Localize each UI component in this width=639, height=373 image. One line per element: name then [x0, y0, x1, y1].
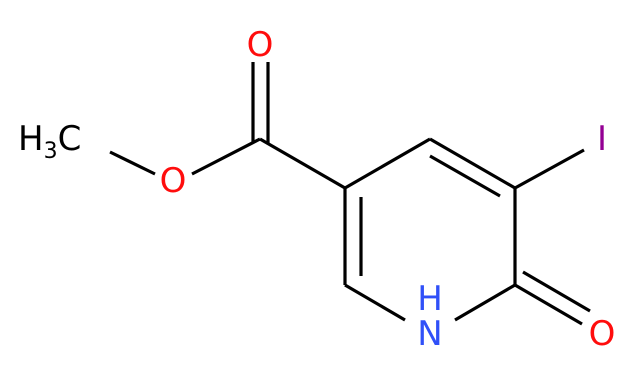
keto-oxygen-label: O	[589, 314, 616, 354]
bond-carbonyl-ester-oxygen	[191, 137, 261, 176]
atom-labels: O O H3C I N H O	[18, 25, 615, 354]
methyl-subscript: 3	[44, 139, 58, 164]
ester-oxygen-label: O	[160, 161, 187, 201]
bond-ring-n-c2	[344, 283, 406, 322]
bond-keto-double-b	[522, 270, 591, 313]
bond-carbonyl-ring	[259, 137, 346, 190]
bond-ring-c4-c5	[429, 137, 516, 190]
methyl-h: H	[18, 119, 44, 159]
bonds	[109, 62, 591, 326]
bond-ring-c6-n	[454, 283, 516, 322]
bond-ring-c3-c4	[344, 137, 431, 190]
methyl-c: C	[58, 119, 82, 159]
bond-ring-c4-c5-inner	[429, 154, 501, 198]
ring-nitrogen-h-label: H	[417, 279, 443, 319]
bond-keto-double-a	[514, 283, 583, 326]
bond-ester-oxygen-methyl	[109, 150, 156, 176]
methyl-label: H3C	[18, 119, 81, 164]
carbonyl-oxygen-label: O	[247, 25, 274, 65]
iodine-label: I	[597, 119, 607, 159]
bond-c5-iodine	[514, 148, 585, 190]
ring-nitrogen-label: N	[417, 314, 442, 354]
